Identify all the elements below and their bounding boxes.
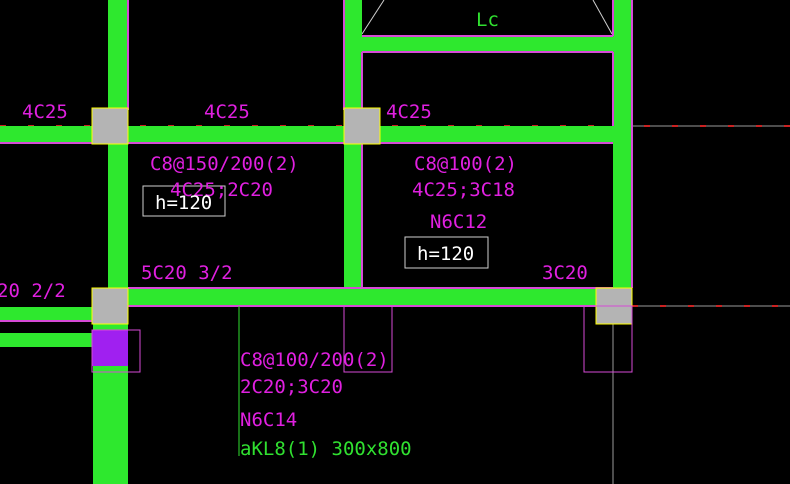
right-bars-label[interactable]: 4C25;3C18	[412, 179, 515, 201]
top-left-beam-label[interactable]: 4C25	[22, 101, 68, 123]
column-selected[interactable]	[92, 330, 128, 366]
top-block-right-slope	[592, 0, 613, 35]
beam-right-vertical[interactable]	[613, 0, 632, 300]
bottom-far-left-label[interactable]: 20 2/2	[0, 280, 66, 302]
beam-stirrup-label[interactable]: C8@100/200(2)	[240, 349, 389, 371]
column-outline	[583, 305, 633, 373]
beam-left-stub-lower[interactable]	[0, 333, 93, 347]
beam-upper-horizontal[interactable]	[0, 126, 632, 143]
column[interactable]	[91, 287, 129, 325]
annotations: Lc 4C25 4C25 4C25 C8@150/200(2) 4C25;2C2…	[0, 9, 588, 460]
column[interactable]	[91, 107, 129, 145]
beam-torsion-label[interactable]: N6C14	[240, 409, 297, 431]
top-block-left-slope	[361, 0, 385, 35]
right-stirrup-label[interactable]: C8@100(2)	[414, 153, 517, 175]
beam-left-lower-vertical[interactable]	[93, 300, 109, 484]
slab-label-box-left	[142, 185, 226, 217]
top-block-label[interactable]: Lc	[476, 9, 499, 31]
bottom-right-beam-label[interactable]: 3C20	[542, 262, 588, 284]
top-middle-beam-label[interactable]: 4C25	[204, 101, 250, 123]
slab-label-box-right	[404, 236, 489, 269]
beam-bars-label[interactable]: 2C20;3C20	[240, 376, 343, 398]
column-outline	[343, 305, 393, 373]
column[interactable]	[343, 107, 381, 145]
top-right-beam-label[interactable]: 4C25	[386, 101, 432, 123]
beam-lower-horizontal[interactable]	[128, 288, 613, 306]
slab-thickness-right[interactable]: h=120	[417, 243, 474, 265]
beams	[0, 0, 633, 484]
left-bars-label[interactable]: 4C25;2C20	[170, 179, 273, 201]
beam-left-vertical[interactable]	[108, 0, 128, 484]
top-block	[361, 0, 613, 35]
column-outline	[91, 329, 141, 373]
beam-left-stub-upper[interactable]	[0, 307, 108, 321]
right-torsion-label[interactable]: N6C12	[430, 211, 487, 233]
left-stirrup-label[interactable]: C8@150/200(2)	[150, 153, 299, 175]
beam-middle-vertical[interactable]	[344, 0, 362, 290]
beam-top-short[interactable]	[362, 36, 613, 52]
beam-name-label[interactable]: aKL8(1) 300x800	[240, 438, 412, 460]
bottom-left-beam-label[interactable]: 5C20 3/2	[141, 262, 233, 284]
columns	[91, 107, 633, 373]
slab-thickness-left[interactable]: h=120	[155, 192, 212, 214]
